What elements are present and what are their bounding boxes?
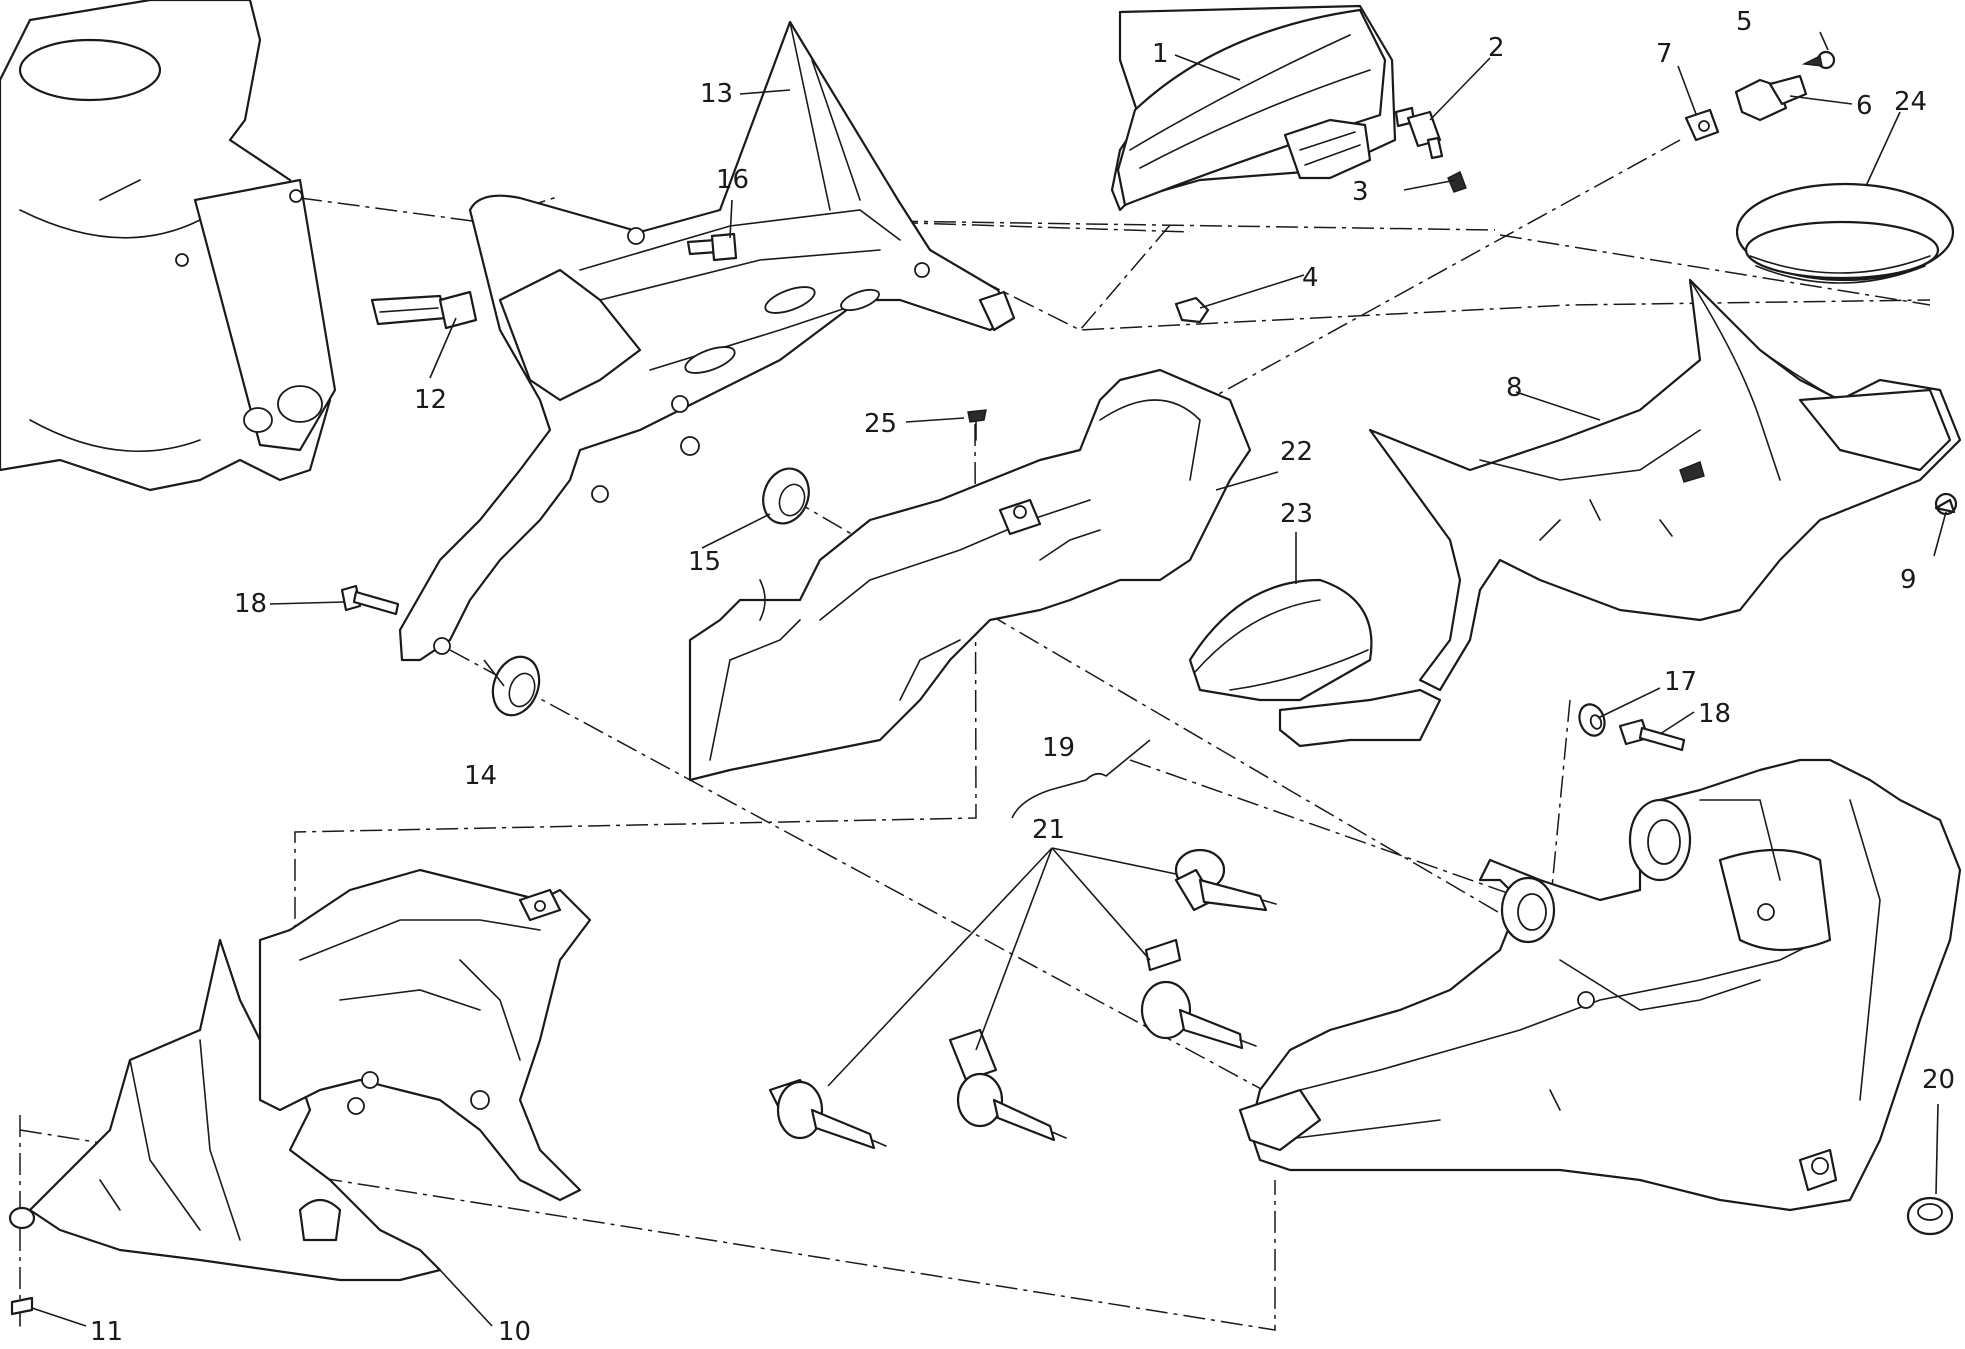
nut-4 xyxy=(1174,296,1210,324)
spacer-2 xyxy=(1394,106,1444,160)
callout-16: 16 xyxy=(716,165,749,195)
callout-15: 15 xyxy=(688,547,721,577)
callout-19: 19 xyxy=(1042,733,1075,763)
bracket-6 xyxy=(1734,74,1808,122)
headlight-assembly xyxy=(1238,758,1962,1212)
bracket-13 xyxy=(398,20,1016,662)
screw-11 xyxy=(10,1296,34,1327)
screw-18-right xyxy=(1618,718,1686,752)
fastener-5 xyxy=(1801,50,1836,70)
callout-17: 17 xyxy=(1664,667,1697,697)
side-panel-23 xyxy=(1188,578,1442,748)
leader-lines xyxy=(31,31,1947,1327)
screw-18-left xyxy=(340,584,400,616)
bulb-21-a xyxy=(1174,848,1277,912)
callout-18-left: 18 xyxy=(234,589,267,619)
callout-4: 4 xyxy=(1302,263,1319,293)
cap-24 xyxy=(1735,182,1955,284)
callout-10: 10 xyxy=(498,1317,531,1347)
grommet-20 xyxy=(1906,1196,1954,1236)
callout-23: 23 xyxy=(1280,499,1313,529)
callout-22: 22 xyxy=(1280,437,1313,467)
callout-25: 25 xyxy=(864,409,897,439)
callout-9: 9 xyxy=(1900,565,1917,595)
callout-8: 8 xyxy=(1506,373,1523,403)
callout-7: 7 xyxy=(1656,39,1673,69)
callout-13: 13 xyxy=(700,79,733,109)
instrument-panel-1 xyxy=(1110,4,1397,212)
callout-3: 3 xyxy=(1352,177,1369,207)
bolt-12 xyxy=(370,290,478,330)
callout-labels: 1 2 3 4 5 6 7 8 9 10 11 12 13 14 15 16 1… xyxy=(90,7,1955,1347)
callout-14: 14 xyxy=(464,761,497,791)
callout-1: 1 xyxy=(1152,39,1169,69)
callout-21: 21 xyxy=(1032,815,1065,845)
lower-cover-10 xyxy=(8,938,442,1282)
grommet-15 xyxy=(762,467,810,525)
callout-24: 24 xyxy=(1894,87,1927,117)
callout-18-right: 18 xyxy=(1698,699,1731,729)
upper-fairing-8 xyxy=(1368,278,1962,692)
screw-3 xyxy=(1447,171,1467,193)
callout-20: 20 xyxy=(1922,1065,1955,1095)
screw-9 xyxy=(1934,492,1958,516)
bulb-21-b xyxy=(1140,938,1257,1050)
callout-11: 11 xyxy=(90,1317,123,1347)
callout-2: 2 xyxy=(1488,33,1505,63)
bulb-21-c xyxy=(768,1078,887,1150)
grommet-14 xyxy=(491,655,541,717)
bulb-21-d xyxy=(948,1028,1067,1142)
washer-17 xyxy=(1578,703,1606,737)
inner-cover-22 xyxy=(688,368,1252,782)
clip-nut-7 xyxy=(1684,108,1720,142)
screw-25 xyxy=(967,409,987,441)
callout-6: 6 xyxy=(1856,91,1873,121)
callout-5: 5 xyxy=(1736,7,1753,37)
lower-bracket xyxy=(258,868,592,1202)
frame-headstock xyxy=(0,0,337,492)
screw-16 xyxy=(686,232,738,262)
callout-12: 12 xyxy=(414,385,447,415)
